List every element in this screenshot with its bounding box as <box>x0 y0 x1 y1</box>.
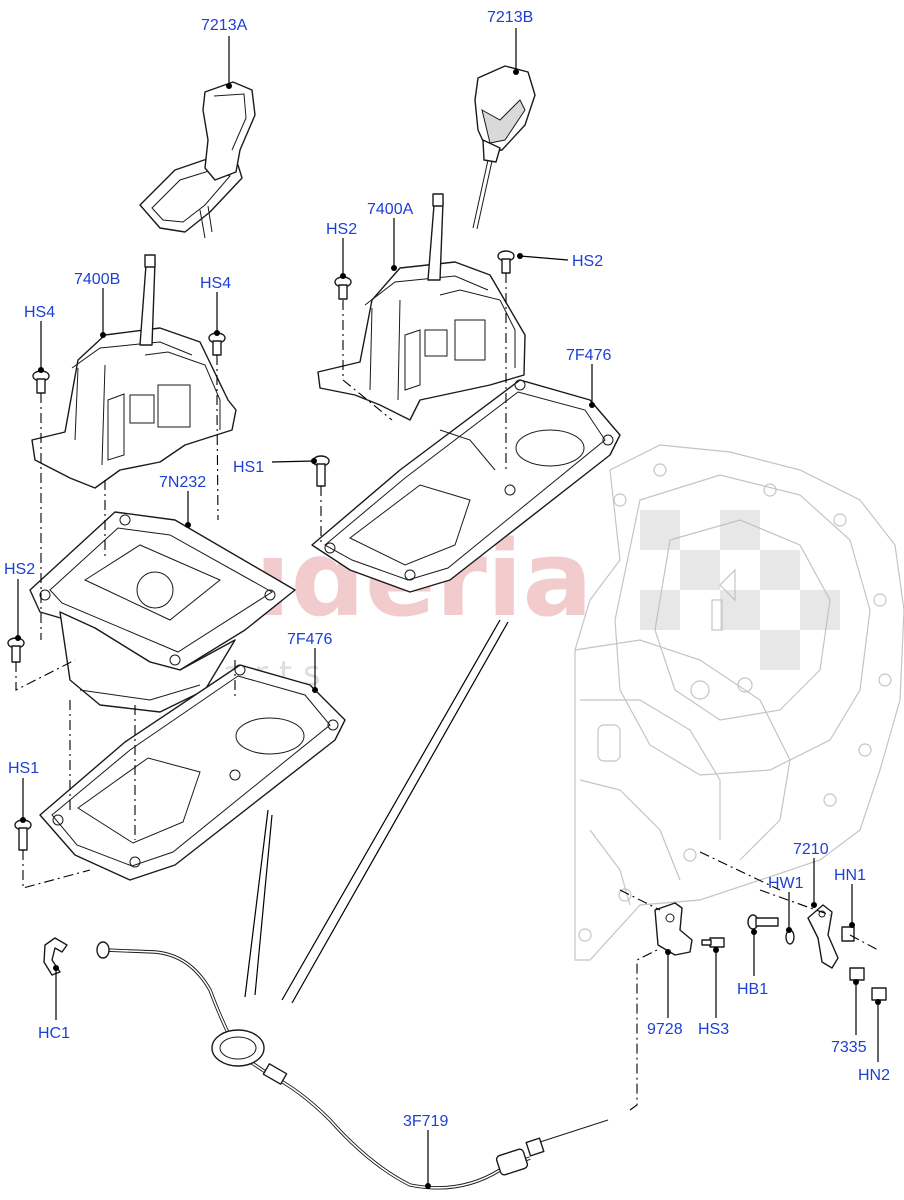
bolt-hs2-upper-right <box>497 250 515 274</box>
label-7335: 7335 <box>831 1039 867 1056</box>
label-7210: 7210 <box>793 841 829 858</box>
bolt-hs4-right <box>208 332 226 356</box>
label-7400a: 7400A <box>367 201 414 218</box>
label-hn2: HN2 <box>858 1067 890 1084</box>
label-3f719: 3F719 <box>403 1113 448 1130</box>
bolt-hs2-lower <box>7 637 25 663</box>
label-7400b: 7400B <box>74 271 120 288</box>
bolt-hb1 <box>747 914 779 930</box>
plate-7f476-upper <box>311 379 621 593</box>
watermark-checker <box>640 510 840 670</box>
bolt-hs4-left <box>32 370 50 394</box>
label-hb1: HB1 <box>737 981 768 998</box>
plate-7f476-lower <box>39 664 346 881</box>
label-7f476-lower: 7F476 <box>287 631 332 648</box>
clip-hc1 <box>43 937 68 976</box>
bolt-hs1-lower <box>14 819 32 851</box>
label-hs3: HS3 <box>698 1021 729 1038</box>
selector-assembly-upper <box>317 193 526 421</box>
nut-7335 <box>849 967 865 981</box>
label-hs1-upper: HS1 <box>233 459 264 476</box>
label-hs4-right: HS4 <box>200 275 231 292</box>
label-hc1: HC1 <box>38 1025 70 1042</box>
bracket-9728 <box>654 902 693 956</box>
nut-hn1 <box>841 926 855 942</box>
label-hs1-lower: HS1 <box>8 760 39 777</box>
gear-knob-right <box>472 65 536 230</box>
leaders <box>15 28 881 1189</box>
label-7213b: 7213B <box>487 9 533 26</box>
label-hw1: HW1 <box>768 875 804 892</box>
bolt-hs3 <box>701 937 725 948</box>
transmission-housing <box>574 444 904 961</box>
label-7n232: 7N232 <box>159 474 206 491</box>
nut-hn2 <box>871 987 887 1001</box>
bolt-hs2-upper-left <box>334 276 352 300</box>
label-9728: 9728 <box>647 1021 683 1038</box>
lever-7210 <box>807 904 839 969</box>
label-7f476-upper: 7F476 <box>566 347 611 364</box>
cable-3f719 <box>96 941 609 1190</box>
fasteners <box>7 250 887 1001</box>
alignment-lines <box>15 273 879 1111</box>
part-labels: 7213A 7213B 7400A HS2 HS2 7400B HS4 HS4 … <box>4 9 890 1130</box>
selector-assembly-lower <box>31 254 237 489</box>
label-7213a: 7213A <box>201 17 248 34</box>
label-hs4-left: HS4 <box>24 304 55 321</box>
cable-connection-lines <box>244 619 509 1004</box>
gear-knob-left <box>139 81 256 239</box>
label-hn1: HN1 <box>834 867 866 884</box>
label-hs2-upper-left: HS2 <box>326 221 357 238</box>
label-hs2-upper-right: HS2 <box>572 253 603 270</box>
housing-7n232 <box>29 511 296 713</box>
label-hs2-lower: HS2 <box>4 561 35 578</box>
